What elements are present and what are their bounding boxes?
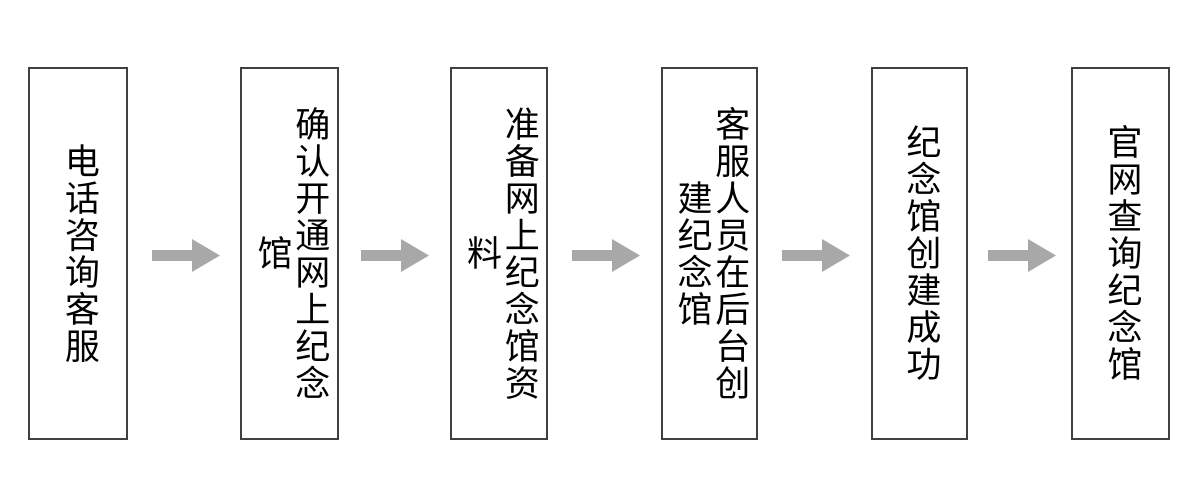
arrow-right-icon-5 <box>988 239 1056 272</box>
flow-node-3[interactable]: 准备网上纪念馆资料 <box>450 67 548 440</box>
flow-node-3-label: 准备网上纪念馆资料 <box>461 105 539 402</box>
arrow-right-icon-4 <box>782 239 850 272</box>
arrow-right-icon-3 <box>572 239 640 272</box>
arrow-right-icon-1 <box>152 239 220 272</box>
flow-node-2-label: 确认开通网上纪念馆 <box>251 105 330 402</box>
arrow-right-icon-2 <box>361 239 429 272</box>
flow-node-5[interactable]: 纪念馆创建成功 <box>871 67 968 440</box>
flow-node-1-label: 电话咨询客服 <box>58 142 99 365</box>
flow-node-6-label: 官网查询纪念馆 <box>1101 124 1142 383</box>
flow-node-2[interactable]: 确认开通网上纪念馆 <box>240 67 339 440</box>
flow-node-6[interactable]: 官网查询纪念馆 <box>1071 67 1170 440</box>
flow-node-4[interactable]: 客服人员在后台创建纪念馆 <box>661 67 758 440</box>
flow-node-4-label: 客服人员在后台创建纪念馆 <box>671 105 750 402</box>
flow-node-1[interactable]: 电话咨询客服 <box>28 67 128 440</box>
flow-node-5-label: 纪念馆创建成功 <box>900 124 941 383</box>
